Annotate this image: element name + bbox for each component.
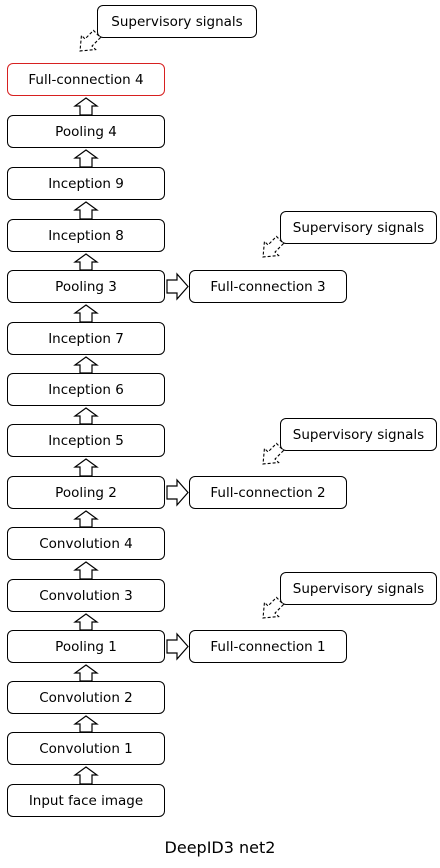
up-arrow (73, 253, 99, 271)
up-arrow (73, 304, 99, 323)
input-face-image-box: Input face image (7, 784, 165, 817)
up-arrow (73, 149, 99, 168)
inception-7-box: Inception 7 (7, 322, 165, 355)
up-arrow (73, 715, 99, 733)
up-arrow (73, 201, 99, 220)
supervisory-arrow-1 (262, 596, 285, 619)
supervisory-signals-1-box: Supervisory signals (280, 572, 437, 605)
up-arrow (73, 97, 99, 116)
supervisory-arrow-top (79, 29, 102, 52)
pooling-3-box: Pooling 3 (7, 270, 165, 303)
convolution-1-box: Convolution 1 (7, 732, 165, 765)
up-arrow (73, 458, 99, 477)
supervisory-signals-top-box: Supervisory signals (97, 5, 257, 38)
full-connection-1-box: Full-connection 1 (189, 630, 347, 663)
inception-9-box: Inception 9 (7, 167, 165, 200)
pooling-2-box: Pooling 2 (7, 476, 165, 509)
supervisory-signals-2-box: Supervisory signals (280, 418, 437, 451)
pooling-4-box: Pooling 4 (7, 115, 165, 148)
supervisory-signals-3-box: Supervisory signals (280, 211, 437, 244)
up-arrow (73, 510, 99, 528)
up-arrow (73, 561, 99, 580)
up-arrow (73, 613, 99, 631)
inception-8-box: Inception 8 (7, 219, 165, 252)
up-arrow (73, 407, 99, 425)
full-connection-3-box: Full-connection 3 (189, 270, 347, 303)
supervisory-arrow-2 (262, 442, 285, 465)
full-connection-2-box: Full-connection 2 (189, 476, 347, 509)
pooling-1-box: Pooling 1 (7, 630, 165, 663)
inception-5-box: Inception 5 (7, 424, 165, 457)
right-arrow (166, 632, 189, 661)
up-arrow (73, 766, 99, 785)
convolution-3-box: Convolution 3 (7, 579, 165, 612)
full-connection-4-box: Full-connection 4 (7, 63, 165, 96)
right-arrow (166, 478, 189, 507)
convolution-2-box: Convolution 2 (7, 681, 165, 714)
up-arrow (73, 664, 99, 682)
supervisory-arrow-3 (262, 235, 285, 258)
up-arrow (73, 356, 99, 374)
convolution-4-box: Convolution 4 (7, 527, 165, 560)
diagram-caption: DeepID3 net2 (164, 838, 276, 857)
right-arrow (166, 272, 189, 301)
